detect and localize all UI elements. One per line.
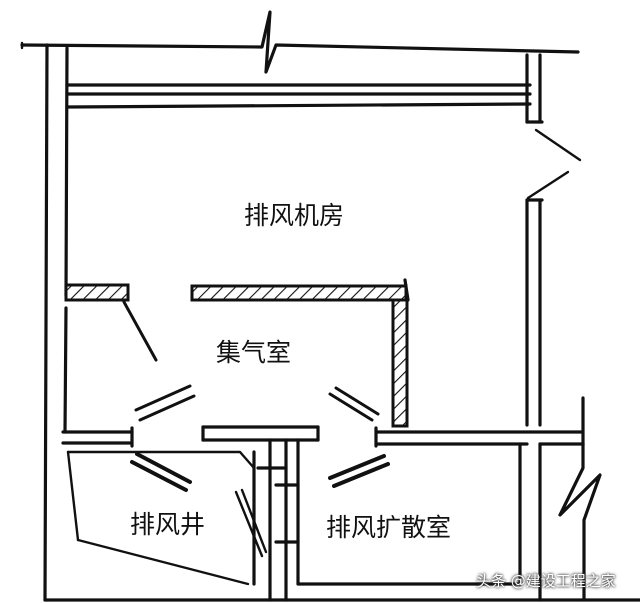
plenum-door-leaf	[122, 300, 158, 362]
label-plenum-chamber: 集气室	[216, 338, 292, 367]
top-hatch-fill	[192, 286, 406, 300]
right-wall	[525, 53, 585, 447]
middle-partition-walls	[61, 425, 585, 448]
top-boundary-wall	[20, 10, 580, 74]
left-outer-wall	[43, 43, 69, 602]
label-exhaust-shaft: 排风井	[130, 510, 206, 539]
upper-corridor-wall	[65, 83, 532, 109]
lower-right-break-line	[558, 442, 602, 602]
right-hatch-fill	[393, 300, 407, 426]
damper-right-lower	[328, 454, 390, 488]
label-exhaust-diffusion-room: 排风扩散室	[326, 513, 452, 542]
damper-left-lower	[130, 452, 192, 492]
damper-left-upper	[134, 384, 196, 422]
shaft-walls	[66, 438, 300, 602]
damper-right-upper	[328, 386, 380, 422]
watermark-text: 头条 @建设工程之家	[476, 572, 616, 590]
left-hatch-fill	[66, 285, 128, 300]
diffusion-room-walls	[296, 438, 542, 602]
plenum-hatched-walls	[64, 278, 410, 428]
label-exhaust-fan-room: 排风机房	[244, 201, 345, 230]
